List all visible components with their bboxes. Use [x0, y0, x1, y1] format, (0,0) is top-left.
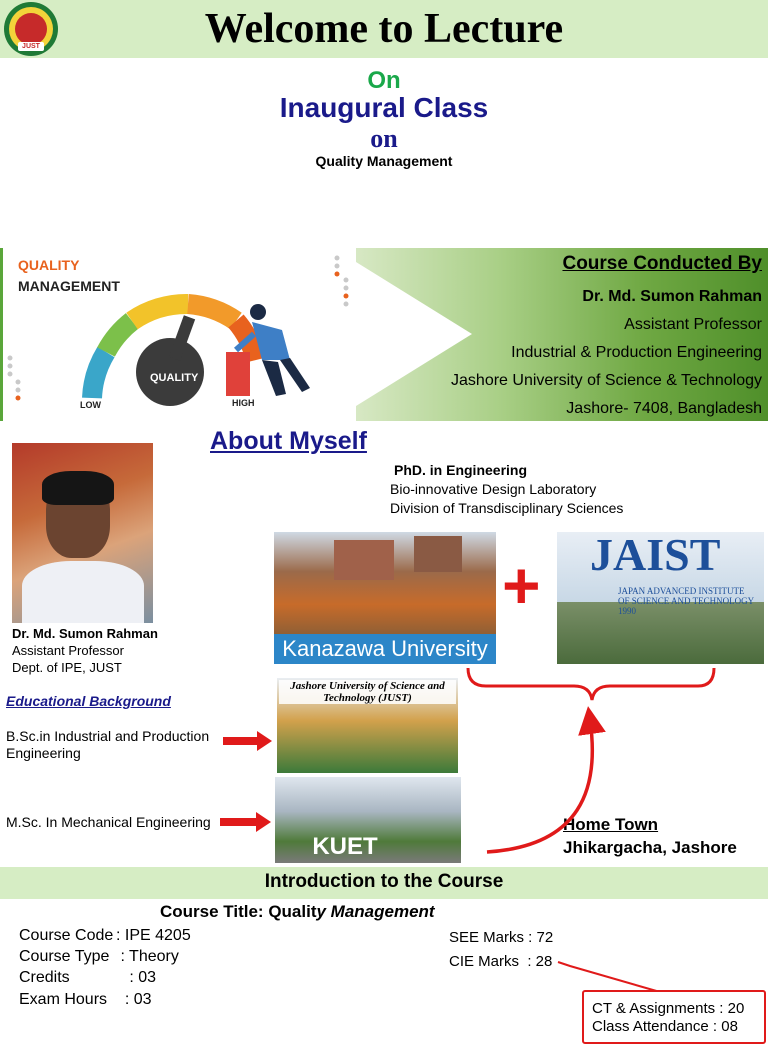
hometown-arrow — [486, 706, 606, 854]
spec-value: : 03 — [116, 991, 152, 1008]
intro-title: Introduction to the Course — [264, 871, 504, 892]
spec-label: Credits — [19, 969, 70, 986]
instructor-address: Jashore- 7408, Bangladesh — [566, 400, 762, 417]
photo-caption-name: Dr. Md. Sumon Rahman — [12, 626, 158, 641]
instructor-name: Dr. Md. Sumon Rahman — [582, 288, 762, 305]
education-title: Educational Background — [6, 693, 171, 709]
course-title-italic: y Management — [316, 902, 435, 921]
gauge-text: QUALITY — [150, 372, 199, 384]
brace-connector — [466, 667, 716, 701]
about-title: About Myself — [210, 427, 367, 455]
logo-tag: JUST — [18, 42, 44, 51]
education-bsc: B.Sc.in Industrial and Production Engine… — [6, 728, 210, 761]
spec-label: Course Type — [19, 948, 110, 965]
gauge-low-label: LOW — [80, 400, 101, 410]
conducted-by-title: Course Conducted By — [562, 253, 762, 274]
quality-gauge: QUALITY LOW HIGH — [80, 294, 266, 410]
subject-title: Quality Management — [315, 153, 453, 169]
class-title: Inaugural Class — [279, 92, 489, 123]
kuet-label: KUET — [312, 833, 378, 860]
on-label: On — [367, 67, 401, 94]
instructor-university: Jashore University of Science & Technolo… — [451, 372, 762, 389]
spec-label: Exam Hours — [19, 991, 108, 1008]
course-title: Course Title: Quality Management — [160, 902, 435, 922]
arrow-shape — [356, 262, 472, 406]
instructor-department: Industrial & Production Engineering — [511, 344, 762, 361]
university-logo: JUST — [4, 2, 58, 56]
instructor-position: Assistant Professor — [624, 316, 762, 333]
intro-bar — [0, 867, 768, 899]
hometown-name: Jhikargacha, Jashore — [563, 838, 737, 857]
cie-breakdown-box — [582, 990, 766, 1044]
class-attendance: Class Attendance : 08 — [592, 1018, 738, 1035]
jaist-photo — [557, 532, 764, 664]
ct-assignments: CT & Assignments : 20 — [592, 1000, 745, 1017]
plus-sign: + — [502, 548, 541, 622]
see-marks: SEE Marks : 72 — [449, 929, 554, 946]
on-label-2: on — [370, 124, 398, 153]
photo-caption-dept: Dept. of IPE, JUST — [12, 660, 122, 675]
man-figure — [234, 304, 310, 396]
hometown-title: Home Town — [563, 815, 659, 834]
gauge-high-label: HIGH — [232, 398, 255, 408]
phd-title: PhD. in Engineering — [394, 462, 528, 478]
jaist-subtitle: JAPAN ADVANCED INSTITUTE OF SCIENCE AND … — [618, 586, 754, 616]
page-title: Welcome to Lecture — [204, 6, 564, 52]
msc-arrow — [220, 812, 271, 832]
dot-decoration — [7, 255, 349, 401]
header-bar — [0, 0, 768, 58]
quality-label: QUALITY — [18, 257, 80, 273]
bsc-arrow — [223, 731, 272, 751]
spec-value: : Theory — [116, 948, 179, 965]
photo-caption-position: Assistant Professor — [12, 643, 124, 658]
just-caption: Jashore University of Science and Techno… — [279, 680, 456, 704]
kuet-photo — [275, 777, 461, 863]
spec-value: : IPE 4205 — [116, 927, 191, 944]
cie-marks: CIE Marks : 28 — [449, 953, 553, 970]
instructor-photo — [12, 443, 153, 623]
phd-division: Division of Transdisciplinary Sciences — [390, 500, 624, 516]
kanazawa-label: Kanazawa University — [274, 634, 496, 664]
phd-lab: Bio-innovative Design Laboratory — [390, 481, 597, 497]
spec-label: Course Code — [19, 927, 114, 944]
management-label: MANAGEMENT — [18, 278, 120, 294]
spec-value: : 03 — [116, 969, 157, 986]
education-msc: M.Sc. In Mechanical Engineering — [6, 814, 211, 830]
course-title-prefix: Course Title: Qualit — [160, 902, 317, 921]
jaist-logo: JAIST — [590, 529, 721, 580]
